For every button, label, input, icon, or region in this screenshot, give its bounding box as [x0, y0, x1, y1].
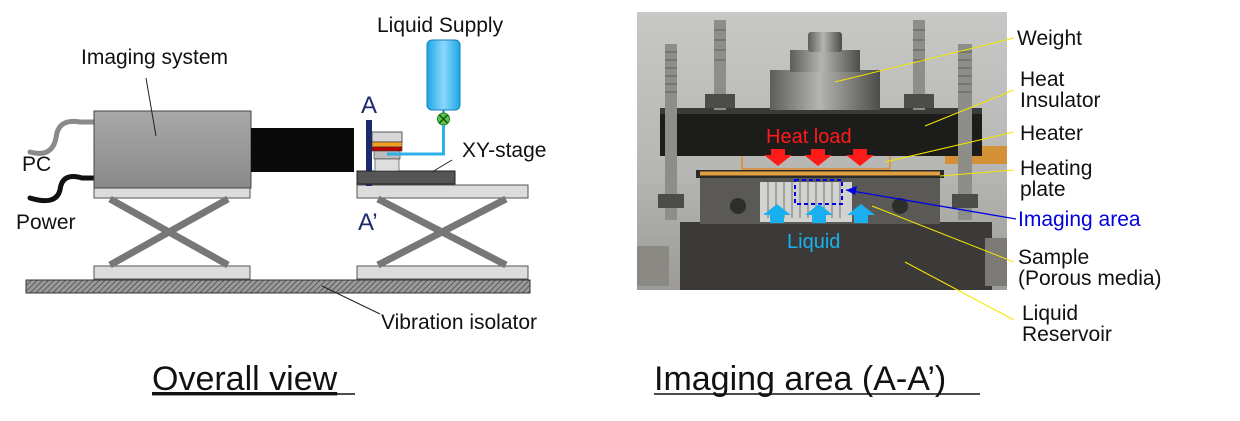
callout-heating-plate-line1: Heating: [1020, 157, 1092, 180]
liquid-supply-bottle: [426, 39, 461, 113]
callout-heating-plate-line2: plate: [1020, 178, 1066, 201]
label-xy-stage: XY-stage: [462, 139, 546, 162]
threaded-rods: [658, 20, 978, 220]
callout-leaders: [834, 37, 1017, 321]
label-pc: PC: [22, 153, 51, 176]
callout-sample-line2: (Porous media): [1018, 267, 1162, 290]
imaging-system-body: [93, 110, 252, 189]
overall-view-diagram: Liquid Supply Imaging system PC Power A …: [16, 14, 546, 398]
section-line-a: [366, 120, 372, 186]
label-heat-load: Heat load: [766, 126, 852, 148]
callout-heat-insulator-line1: Heat: [1020, 68, 1065, 91]
imaging-area-photo: Heat load Liquid: [637, 12, 1007, 290]
label-imaging-system: Imaging system: [81, 46, 228, 69]
label-section-a: A: [361, 92, 377, 119]
right-lift-stage: [356, 184, 529, 280]
left-lift-stage: [93, 186, 251, 280]
callout-reservoir-line2: Reservoir: [1022, 323, 1112, 346]
label-power: Power: [16, 211, 76, 234]
callout-reservoir-line1: Liquid: [1022, 302, 1078, 325]
callout-weight: Weight: [1017, 27, 1082, 50]
liquid-supply-tube: [387, 125, 445, 156]
label-vibration-isolator: Vibration isolator: [381, 311, 537, 334]
label-liquid: Liquid: [787, 231, 840, 253]
callout-imaging-area: Imaging area: [1018, 208, 1141, 231]
liquid-arrows: [763, 204, 875, 223]
label-section-a-prime: A’: [358, 209, 378, 236]
sample-holder: [371, 131, 403, 172]
label-liquid-supply: Liquid Supply: [377, 14, 504, 37]
callout-sample-line1: Sample: [1018, 246, 1089, 269]
power-cable: [27, 174, 99, 204]
callout-heater: Heater: [1020, 122, 1083, 145]
pc-cable: [27, 118, 99, 156]
imaging-area-box: [794, 179, 843, 205]
heat-insulator: [660, 108, 982, 156]
heater: [700, 171, 940, 176]
liquid-valve-icon: [437, 112, 450, 126]
callout-heat-insulator-line2: Insulator: [1020, 89, 1101, 112]
heat-load-arrows: [764, 149, 874, 166]
callout-labels: Weight Heat Insulator Heater Heating pla…: [1017, 27, 1162, 346]
xy-stage: [356, 170, 456, 185]
caption-overall-view: Overall view: [152, 360, 338, 398]
caption-imaging-area: Imaging area (A-A’): [654, 360, 946, 398]
vibration-isolator: [25, 279, 531, 294]
imaging-system-lens: [251, 128, 354, 172]
weight: [770, 32, 880, 110]
